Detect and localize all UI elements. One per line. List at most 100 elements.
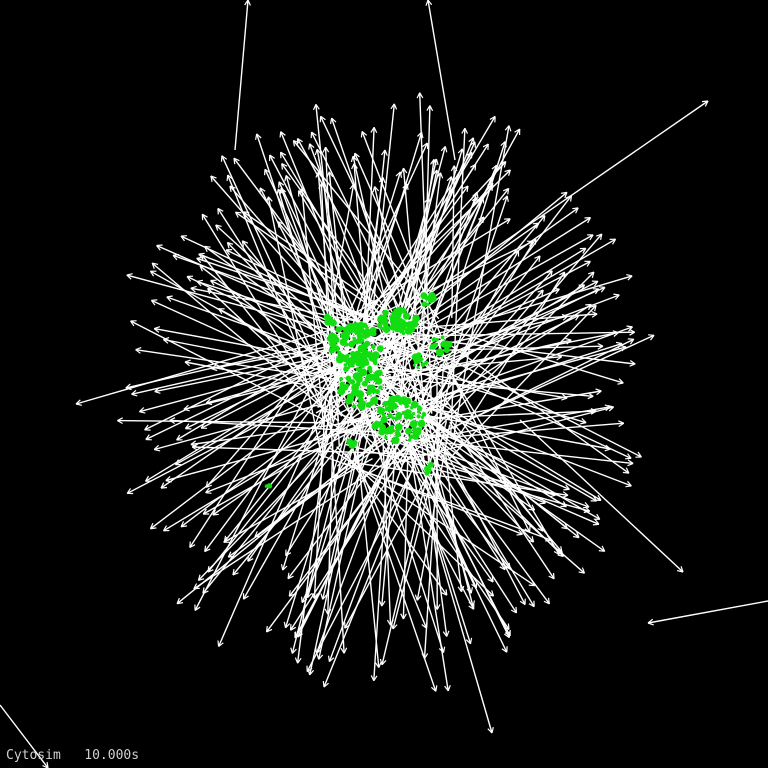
motor-dot-icon xyxy=(391,416,396,420)
microtubule xyxy=(338,358,568,401)
arrowhead-icon xyxy=(447,684,451,692)
arrowhead-icon xyxy=(325,146,330,153)
arrowhead-icon xyxy=(534,255,541,259)
motor-dot-icon xyxy=(345,383,349,388)
motor-dot-icon xyxy=(335,355,344,364)
arrowhead-icon xyxy=(234,211,239,218)
fiber-segment xyxy=(154,404,318,451)
arrowhead-icon xyxy=(629,328,635,333)
arrowhead-icon xyxy=(353,163,358,169)
fiber-segment xyxy=(412,141,506,430)
arrowhead-icon xyxy=(441,592,448,596)
arrowhead-icon xyxy=(466,151,473,156)
arrowhead-icon xyxy=(510,609,517,614)
arrowhead-icon xyxy=(282,565,288,571)
arrowhead-icon xyxy=(637,451,642,458)
microtubule xyxy=(319,171,403,430)
arrowhead-icon xyxy=(117,420,123,425)
arrowhead-icon xyxy=(184,423,190,429)
motor-dot-icon xyxy=(333,336,340,344)
motor-dot-icon xyxy=(330,320,335,324)
arrowhead-icon xyxy=(328,171,334,178)
arrowhead-icon xyxy=(224,538,231,543)
arrowhead-icon xyxy=(309,143,315,149)
arrowhead-icon xyxy=(508,562,511,569)
arrowhead-icon xyxy=(360,131,363,138)
arrowhead-icon xyxy=(329,657,335,663)
arrowhead-icon xyxy=(215,224,222,227)
arrowhead-icon xyxy=(622,471,629,474)
arrowhead-icon xyxy=(180,235,185,242)
microtubule xyxy=(234,0,251,151)
motor-dot-icon xyxy=(327,335,334,342)
arrowhead-icon xyxy=(287,572,290,579)
arrowhead-icon xyxy=(607,405,614,408)
arrowhead-icon xyxy=(468,605,475,610)
fiber-segment xyxy=(150,270,409,416)
microtubule xyxy=(281,163,442,388)
arrowhead-icon xyxy=(390,623,394,630)
arrowhead-icon xyxy=(587,395,594,400)
microtubule xyxy=(280,408,334,571)
motor-dot-icon xyxy=(414,357,421,364)
arrowhead-icon xyxy=(680,566,684,573)
microtubule xyxy=(419,100,709,301)
arrowhead-icon xyxy=(575,315,580,321)
arrowhead-icon xyxy=(191,446,198,451)
motor-dot-icon xyxy=(363,351,366,355)
fiber-segment xyxy=(200,316,417,429)
arrowhead-icon xyxy=(650,334,655,341)
arrowhead-icon xyxy=(198,252,205,255)
motor-dot-icon xyxy=(349,379,356,385)
fiber-segment xyxy=(361,131,447,350)
arrowhead-icon xyxy=(370,126,375,133)
arrowhead-icon xyxy=(217,640,220,647)
microtubule xyxy=(201,254,328,413)
arrowhead-icon xyxy=(461,127,466,134)
fiber-segment xyxy=(396,334,655,454)
motor-dot-icon xyxy=(371,344,376,350)
arrowhead-icon xyxy=(292,140,296,147)
fiber-segment xyxy=(324,345,585,574)
arrowhead-icon xyxy=(450,176,454,183)
arrowhead-icon xyxy=(528,584,535,587)
motor-dot-icon xyxy=(412,432,420,440)
motor-dot-icon xyxy=(402,312,411,320)
arrowhead-icon xyxy=(444,146,448,153)
arrowhead-icon xyxy=(399,171,403,178)
arrowhead-icon xyxy=(400,167,405,174)
arrowhead-icon xyxy=(205,487,210,493)
arrowhead-icon xyxy=(210,175,213,183)
motor-dot-icon xyxy=(412,363,416,367)
arrowhead-icon xyxy=(46,762,49,768)
motor-dot-icon xyxy=(435,348,444,357)
arrowhead-icon xyxy=(627,459,634,464)
microtubule xyxy=(450,338,635,430)
arrowhead-icon xyxy=(254,531,258,538)
motor-dot-icon xyxy=(331,344,337,350)
arrowhead-icon xyxy=(370,675,375,682)
arrowhead-icon xyxy=(204,548,211,553)
arrowhead-icon xyxy=(393,103,398,110)
arrowhead-icon xyxy=(518,529,523,535)
fiber-segment xyxy=(389,195,573,434)
fiber-segment xyxy=(125,334,353,389)
arrowhead-icon xyxy=(126,273,133,276)
fiber-segment xyxy=(281,163,442,388)
arrowhead-icon xyxy=(555,288,560,295)
arrowhead-icon xyxy=(582,248,587,254)
motor-dot-icon xyxy=(376,369,383,377)
arrowhead-icon xyxy=(242,211,247,218)
arrowhead-icon xyxy=(580,422,587,425)
arrowhead-icon xyxy=(506,218,511,225)
arrowhead-icon xyxy=(625,467,630,474)
motor-dot-icon xyxy=(346,353,350,358)
arrowhead-icon xyxy=(594,280,599,287)
arrowhead-icon xyxy=(374,186,380,192)
motor-dot-icon xyxy=(391,321,399,329)
motor-dot-icon xyxy=(357,392,362,397)
motor-dot-icon xyxy=(352,336,357,341)
arrowhead-icon xyxy=(176,597,180,604)
